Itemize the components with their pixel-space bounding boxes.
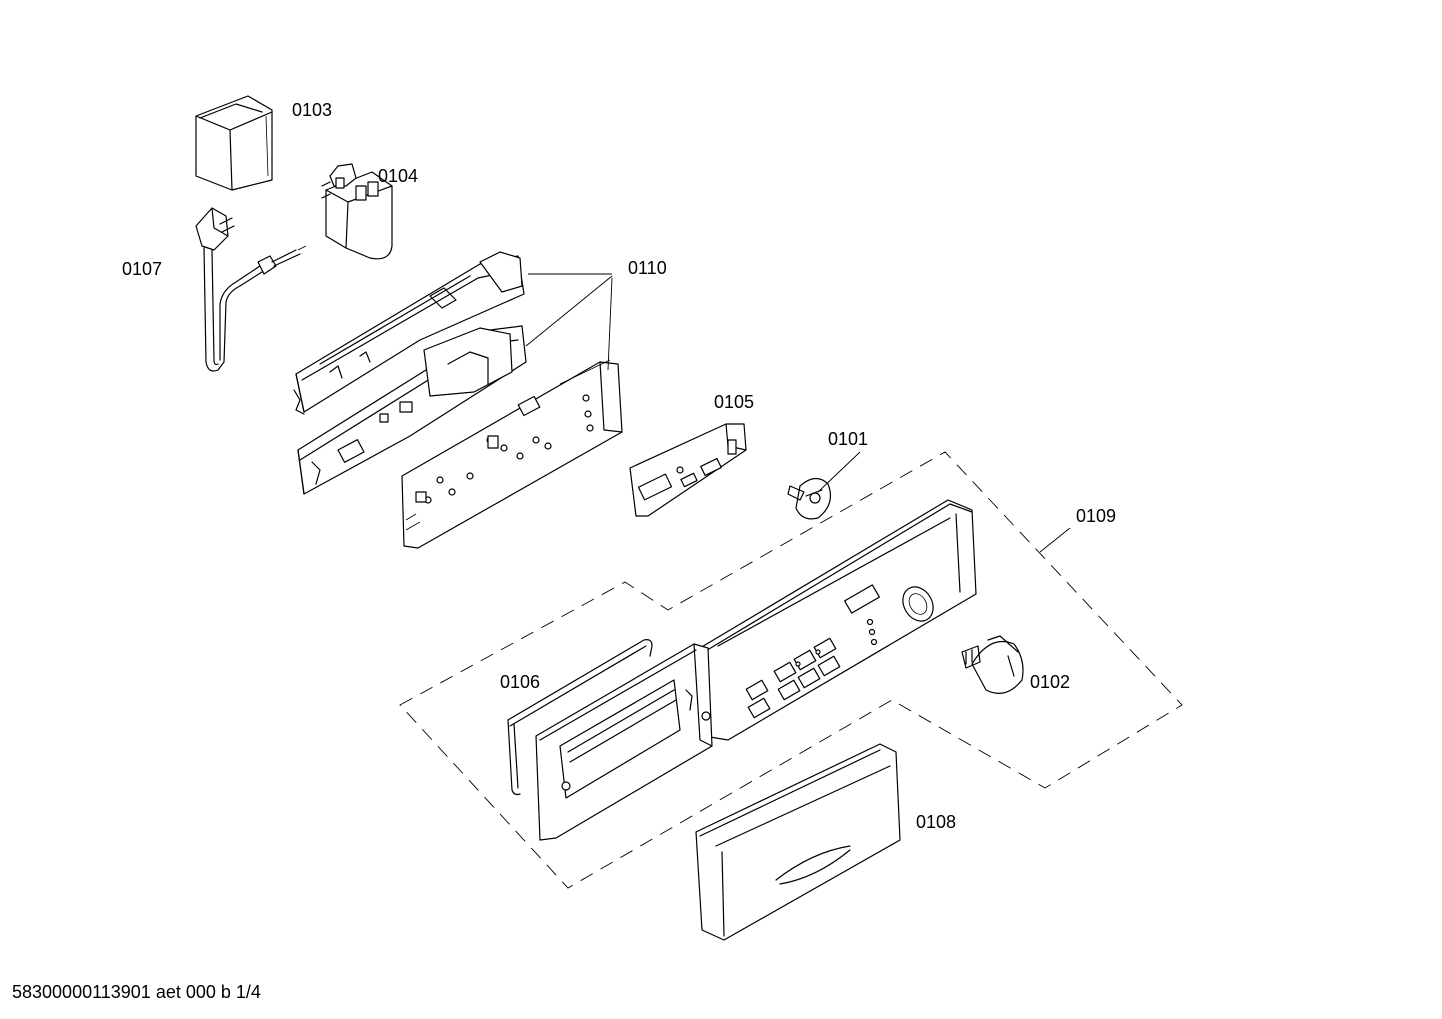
part-0101-knob-shaft: [787, 477, 831, 520]
part-0110-lower-housing: [297, 325, 527, 495]
assembly-outline-dashed: [399, 451, 1183, 889]
part-0108-drawer-handle: [695, 743, 901, 941]
part-0109-control-fascia: [699, 499, 977, 741]
part-0106-dispenser-frame: [507, 639, 713, 841]
part-0110-upper-bracket: [293, 251, 525, 415]
part-0103-transformer: [195, 95, 273, 191]
label-0103: 0103: [292, 100, 332, 120]
label-0110: 0110: [628, 258, 667, 278]
drawing-code: 58300000113901 aet 000 b 1/4: [12, 982, 261, 1002]
part-0105-display-board: [629, 423, 747, 517]
part-0107-power-cord: [195, 207, 307, 372]
label-0107: 0107: [122, 259, 162, 279]
label-0106: 0106: [500, 672, 540, 692]
leader-lines: [525, 273, 1071, 553]
label-0108: 0108: [916, 812, 956, 832]
label-0104: 0104: [378, 166, 418, 186]
label-0105: 0105: [714, 392, 754, 412]
part-0110-circuit-board: [401, 359, 623, 549]
fascia-buttons: [745, 637, 841, 719]
part-0102-selector-knob: [961, 635, 1024, 694]
label-0101: 0101: [828, 429, 868, 449]
label-0109: 0109: [1076, 506, 1116, 526]
part-0104-filter: [321, 163, 393, 260]
label-0102: 0102: [1030, 672, 1070, 692]
